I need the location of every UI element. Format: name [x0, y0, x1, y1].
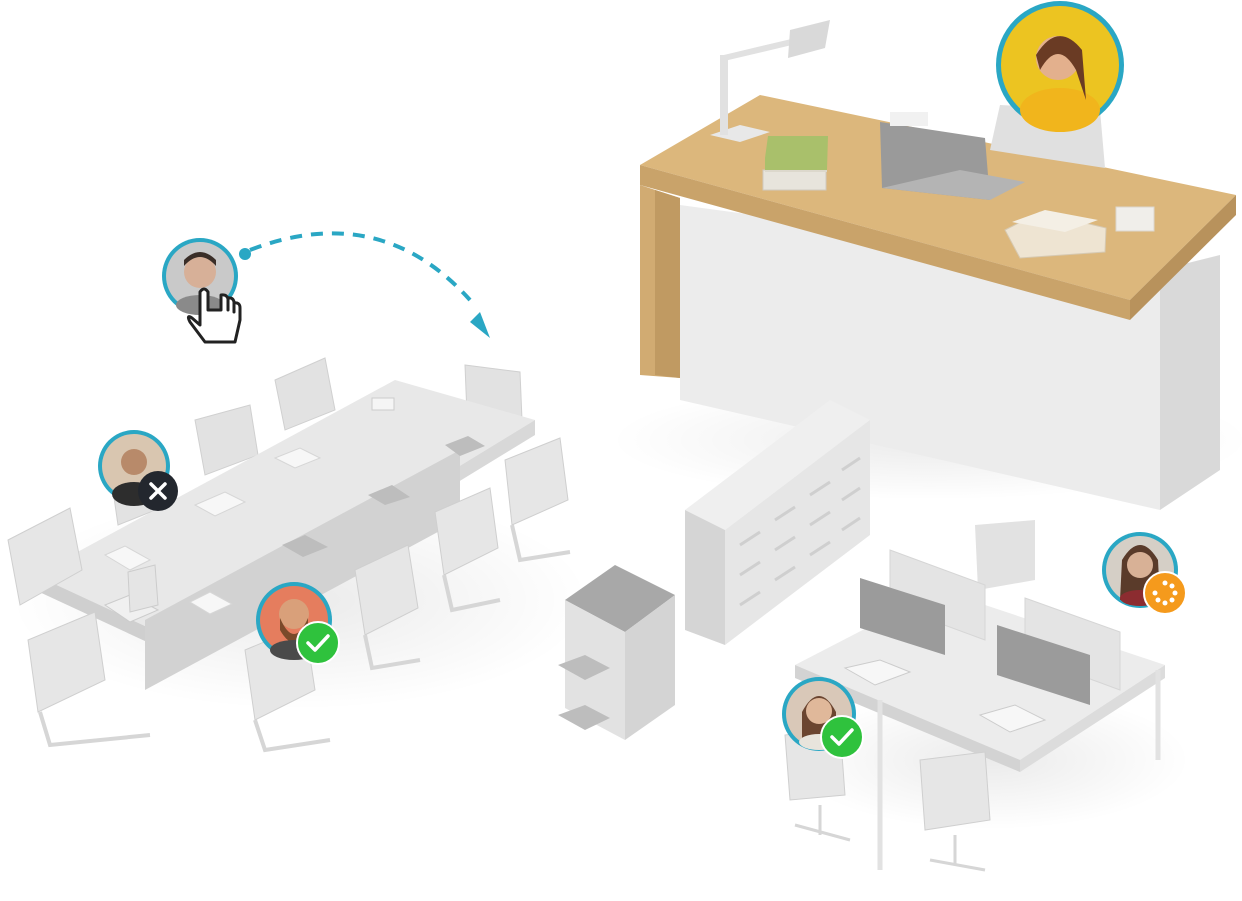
avatar-receptionist[interactable]	[996, 1, 1124, 132]
status-badge-unavailable	[138, 471, 178, 511]
loading-icon	[1152, 580, 1178, 606]
status-badge-available	[820, 715, 864, 759]
paper-stack	[1004, 206, 1155, 259]
arrow-head-icon	[470, 312, 490, 338]
reception-desk	[610, 20, 1242, 510]
avatar-workstation-user-1[interactable]	[1102, 532, 1187, 615]
check-icon	[306, 634, 330, 652]
printer	[558, 565, 675, 740]
avatar-meeting-user-2[interactable]	[256, 582, 340, 665]
check-icon	[830, 728, 854, 746]
workstations	[784, 520, 1190, 872]
desk-lamp	[710, 20, 830, 142]
drag-path	[239, 231, 490, 338]
status-badge-away	[1143, 571, 1187, 615]
hand-pointer-icon	[186, 287, 242, 344]
conference-table	[7, 357, 590, 753]
filing-cabinet	[685, 400, 870, 645]
books	[762, 136, 828, 191]
avatar-meeting-user-1[interactable]	[98, 430, 178, 511]
close-icon	[149, 482, 167, 500]
avatar-dragged-user[interactable]	[162, 238, 242, 344]
avatar-workstation-user-2[interactable]	[782, 677, 864, 759]
status-badge-available	[296, 621, 340, 665]
laptop	[880, 122, 1025, 200]
